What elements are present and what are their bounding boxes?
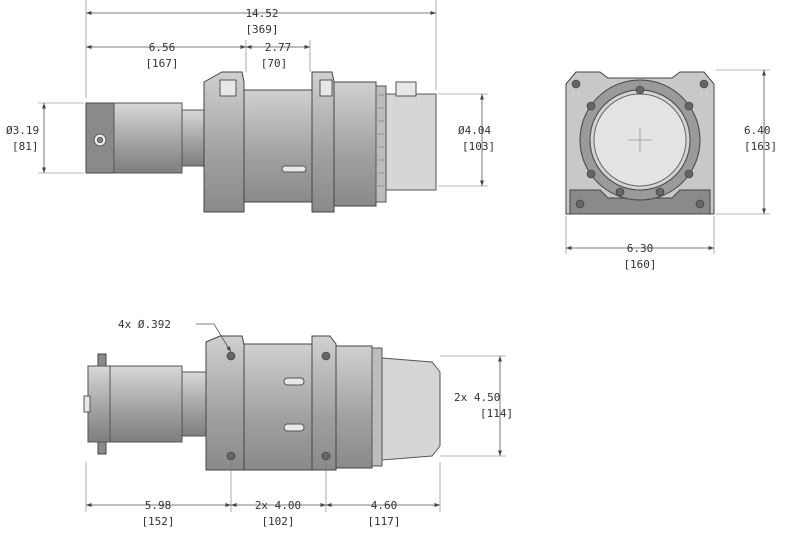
dim-bolt-spacing-width-metric: [102] bbox=[261, 515, 294, 528]
dim-base-gearbox-metric: [117] bbox=[367, 515, 400, 528]
dim-gearbox-diameter: Ø4.04 bbox=[458, 124, 491, 137]
dim-bolt-spacing-height-metric: [114] bbox=[480, 407, 513, 420]
dim-motor-diameter-metric: [81] bbox=[12, 140, 39, 153]
dim-drum-offset-metric: [70] bbox=[261, 57, 288, 70]
dim-mount-holes: 4x Ø.392 bbox=[118, 318, 171, 331]
dim-base-gearbox: 4.60 bbox=[371, 499, 398, 512]
dim-front-height: 6.40 bbox=[744, 124, 771, 137]
front-view bbox=[565, 71, 715, 215]
front-view-labels: 6.40 [163] 6.30 [160] bbox=[623, 124, 777, 271]
bottom-view-dimensions bbox=[85, 323, 506, 512]
dim-gearbox-diameter-metric: [103] bbox=[462, 140, 495, 153]
dim-overall-length-metric: [369] bbox=[245, 23, 278, 36]
dim-motor-offset-metric: [167] bbox=[145, 57, 178, 70]
side-view bbox=[85, 71, 437, 213]
front-view-dimensions bbox=[565, 69, 770, 254]
dim-front-width: 6.30 bbox=[627, 242, 654, 255]
dim-front-width-metric: [160] bbox=[623, 258, 656, 271]
dim-base-motor: 5.98 bbox=[145, 499, 172, 512]
dim-drum-offset: 2.77 bbox=[265, 41, 292, 54]
dim-bolt-spacing-height: 2x 4.50 bbox=[454, 391, 500, 404]
bottom-view bbox=[83, 335, 441, 471]
dim-motor-diameter: Ø3.19 bbox=[6, 124, 39, 137]
dim-bolt-spacing-width: 2x 4.00 bbox=[255, 499, 301, 512]
dim-motor-offset: 6.56 bbox=[149, 41, 176, 54]
side-view-dimensions bbox=[38, 0, 488, 187]
dim-overall-length: 14.52 bbox=[245, 7, 278, 20]
bottom-view-labels: 4x Ø.392 2x 4.50 [114] 5.98 [152] 2x 4.0… bbox=[118, 318, 513, 528]
dim-base-motor-metric: [152] bbox=[141, 515, 174, 528]
side-view-labels: 14.52 [369] 6.56 [167] 2.77 [70] Ø3.19 [… bbox=[6, 7, 495, 153]
dim-front-height-metric: [163] bbox=[744, 140, 777, 153]
